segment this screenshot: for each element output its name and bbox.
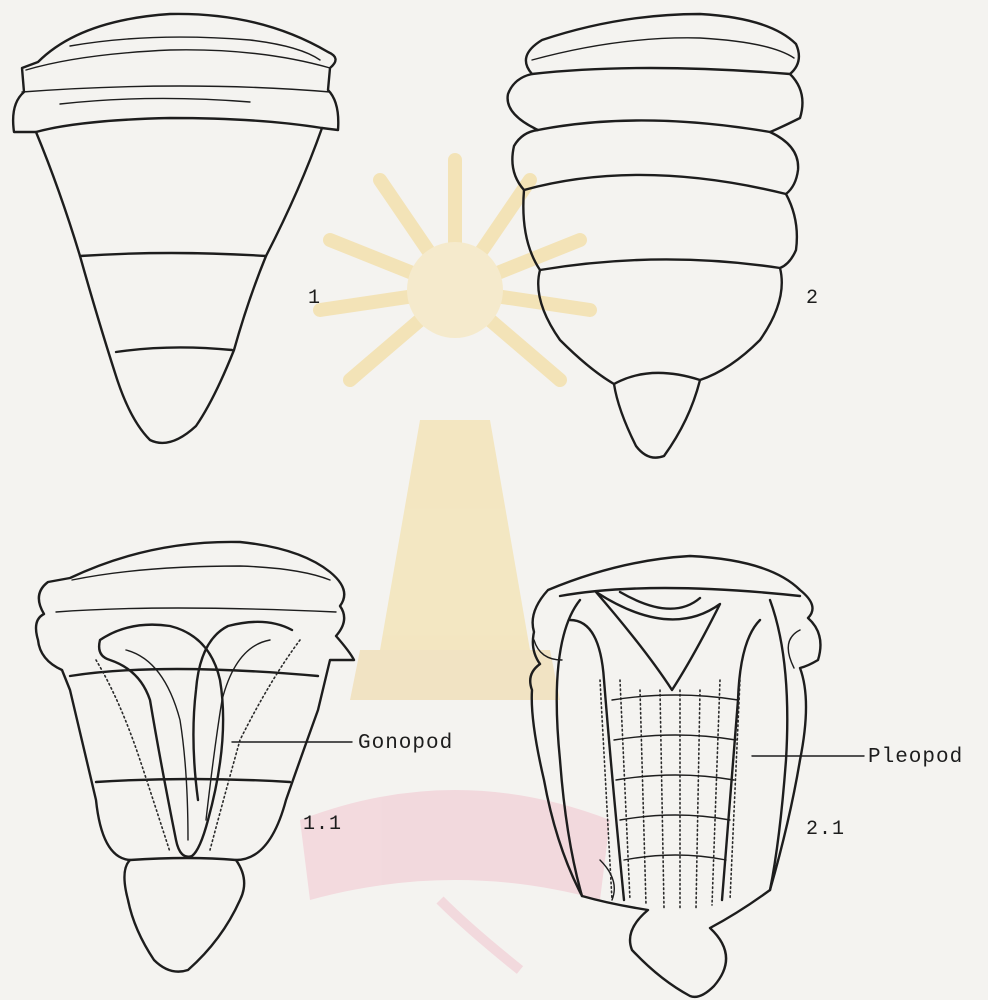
figure-1-abdomen-dorsal	[13, 14, 338, 443]
figure-1-number: 1	[308, 287, 321, 310]
figure-2-number: 2	[806, 287, 819, 310]
pleopod-label: Pleopod	[868, 746, 963, 769]
figure-2-1-abdomen-ventral	[530, 556, 864, 997]
figure-1-1-abdomen-ventral	[36, 542, 354, 972]
figure-2-abdomen-dorsal	[508, 14, 803, 458]
figure-1-1-number: 1.1	[303, 813, 342, 836]
watermark-seal	[300, 160, 610, 970]
figure-2-1-number: 2.1	[806, 818, 845, 841]
gonopod-label: Gonopod	[358, 732, 453, 755]
